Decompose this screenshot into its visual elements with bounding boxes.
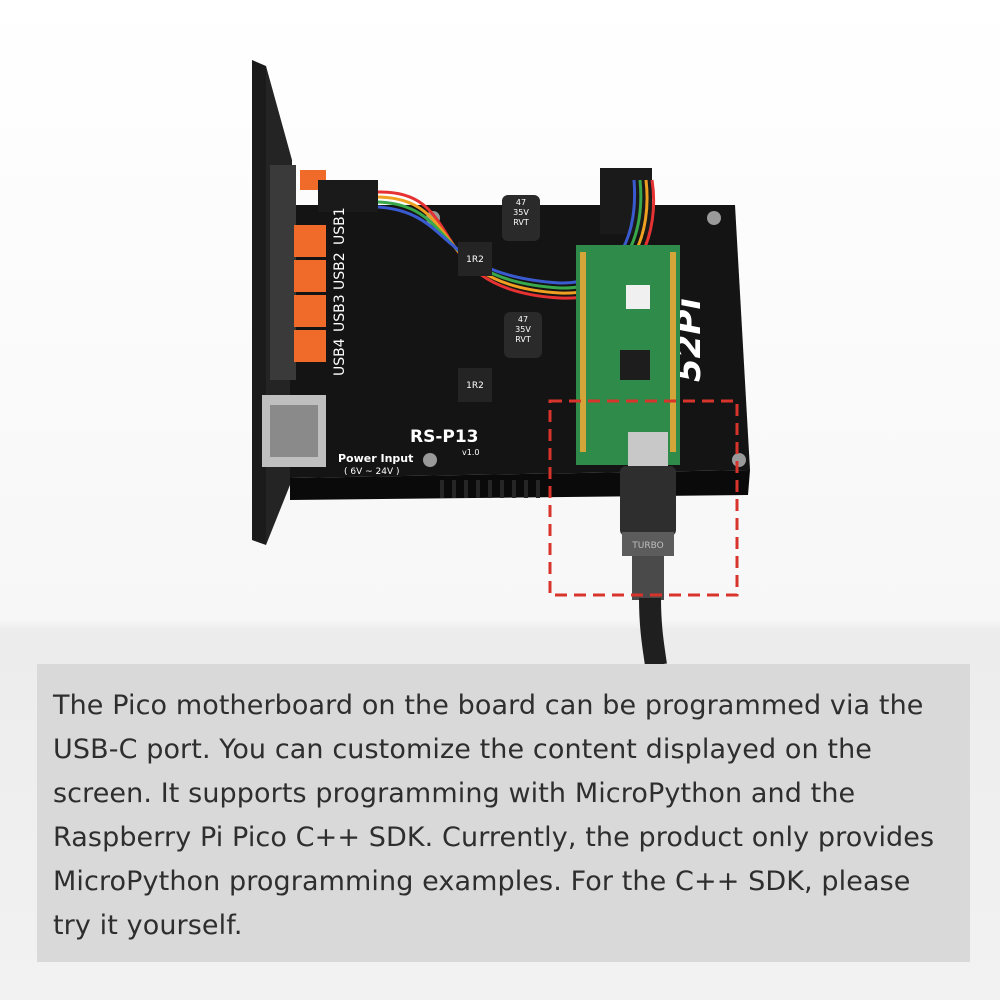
svg-text:1R2: 1R2 [466, 255, 484, 265]
svg-text:RVT: RVT [515, 335, 531, 344]
caption-box: The Pico motherboard on the board can be… [37, 664, 970, 962]
metal-bracket [252, 60, 266, 545]
port-label-usb4: USB4 [332, 338, 348, 376]
port-label-usb1: USB1 [332, 207, 348, 245]
svg-text:RVT: RVT [513, 218, 529, 227]
power-input-label: Power Input [338, 452, 413, 465]
pico-board [576, 245, 680, 465]
screw [732, 453, 746, 467]
screw [707, 211, 721, 225]
cable-brand-label: TURBO [631, 541, 663, 551]
svg-text:35V: 35V [515, 325, 531, 334]
version-label: v1.0 [462, 448, 479, 457]
screw [423, 453, 437, 467]
svg-text:35V: 35V [513, 208, 529, 217]
jumper-wires [377, 179, 656, 300]
svg-text:47: 47 [516, 198, 526, 207]
inductors: 1R2 1R2 [458, 242, 492, 402]
usb-terminal-blocks [270, 165, 326, 380]
caption-text: The Pico motherboard on the board can be… [53, 690, 935, 941]
port-label-usb2: USB2 [332, 252, 348, 290]
capacitors: 47 35V RVT 47 35V RVT [502, 195, 542, 358]
svg-text:47: 47 [518, 315, 528, 324]
highlight-box [548, 399, 739, 597]
port-label-usb3: USB3 [332, 294, 348, 332]
usb-c-cable: TURBO [620, 432, 676, 667]
svg-text:1R2: 1R2 [466, 381, 484, 391]
model-label: RS-P13 [410, 427, 479, 447]
pin-header [318, 180, 378, 212]
power-range-label: ( 6V ~ 24V ) [344, 467, 400, 477]
